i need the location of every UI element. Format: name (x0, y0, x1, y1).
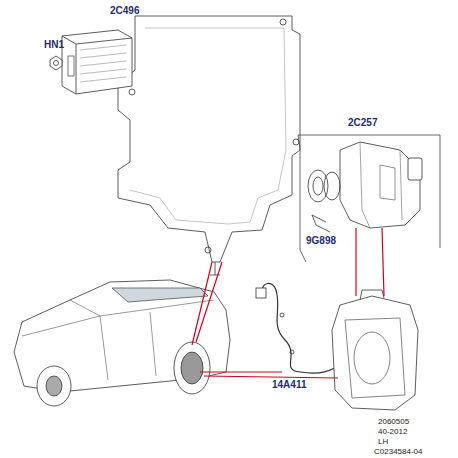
mounting-bracket (118, 16, 300, 262)
drawing-number: C0234584-04 (374, 448, 422, 456)
callout-number: 2C496 (110, 6, 139, 16)
side-mark: LH (378, 438, 388, 446)
callout-number: 2C257 (348, 118, 377, 128)
drawing-date: 40-2012 (378, 428, 407, 436)
callout-number: 9G898 (306, 236, 336, 246)
drawing-code: 2060505 (378, 418, 409, 426)
callout-number: 14A411 (272, 380, 306, 390)
callout-number: HN1 (44, 40, 64, 50)
